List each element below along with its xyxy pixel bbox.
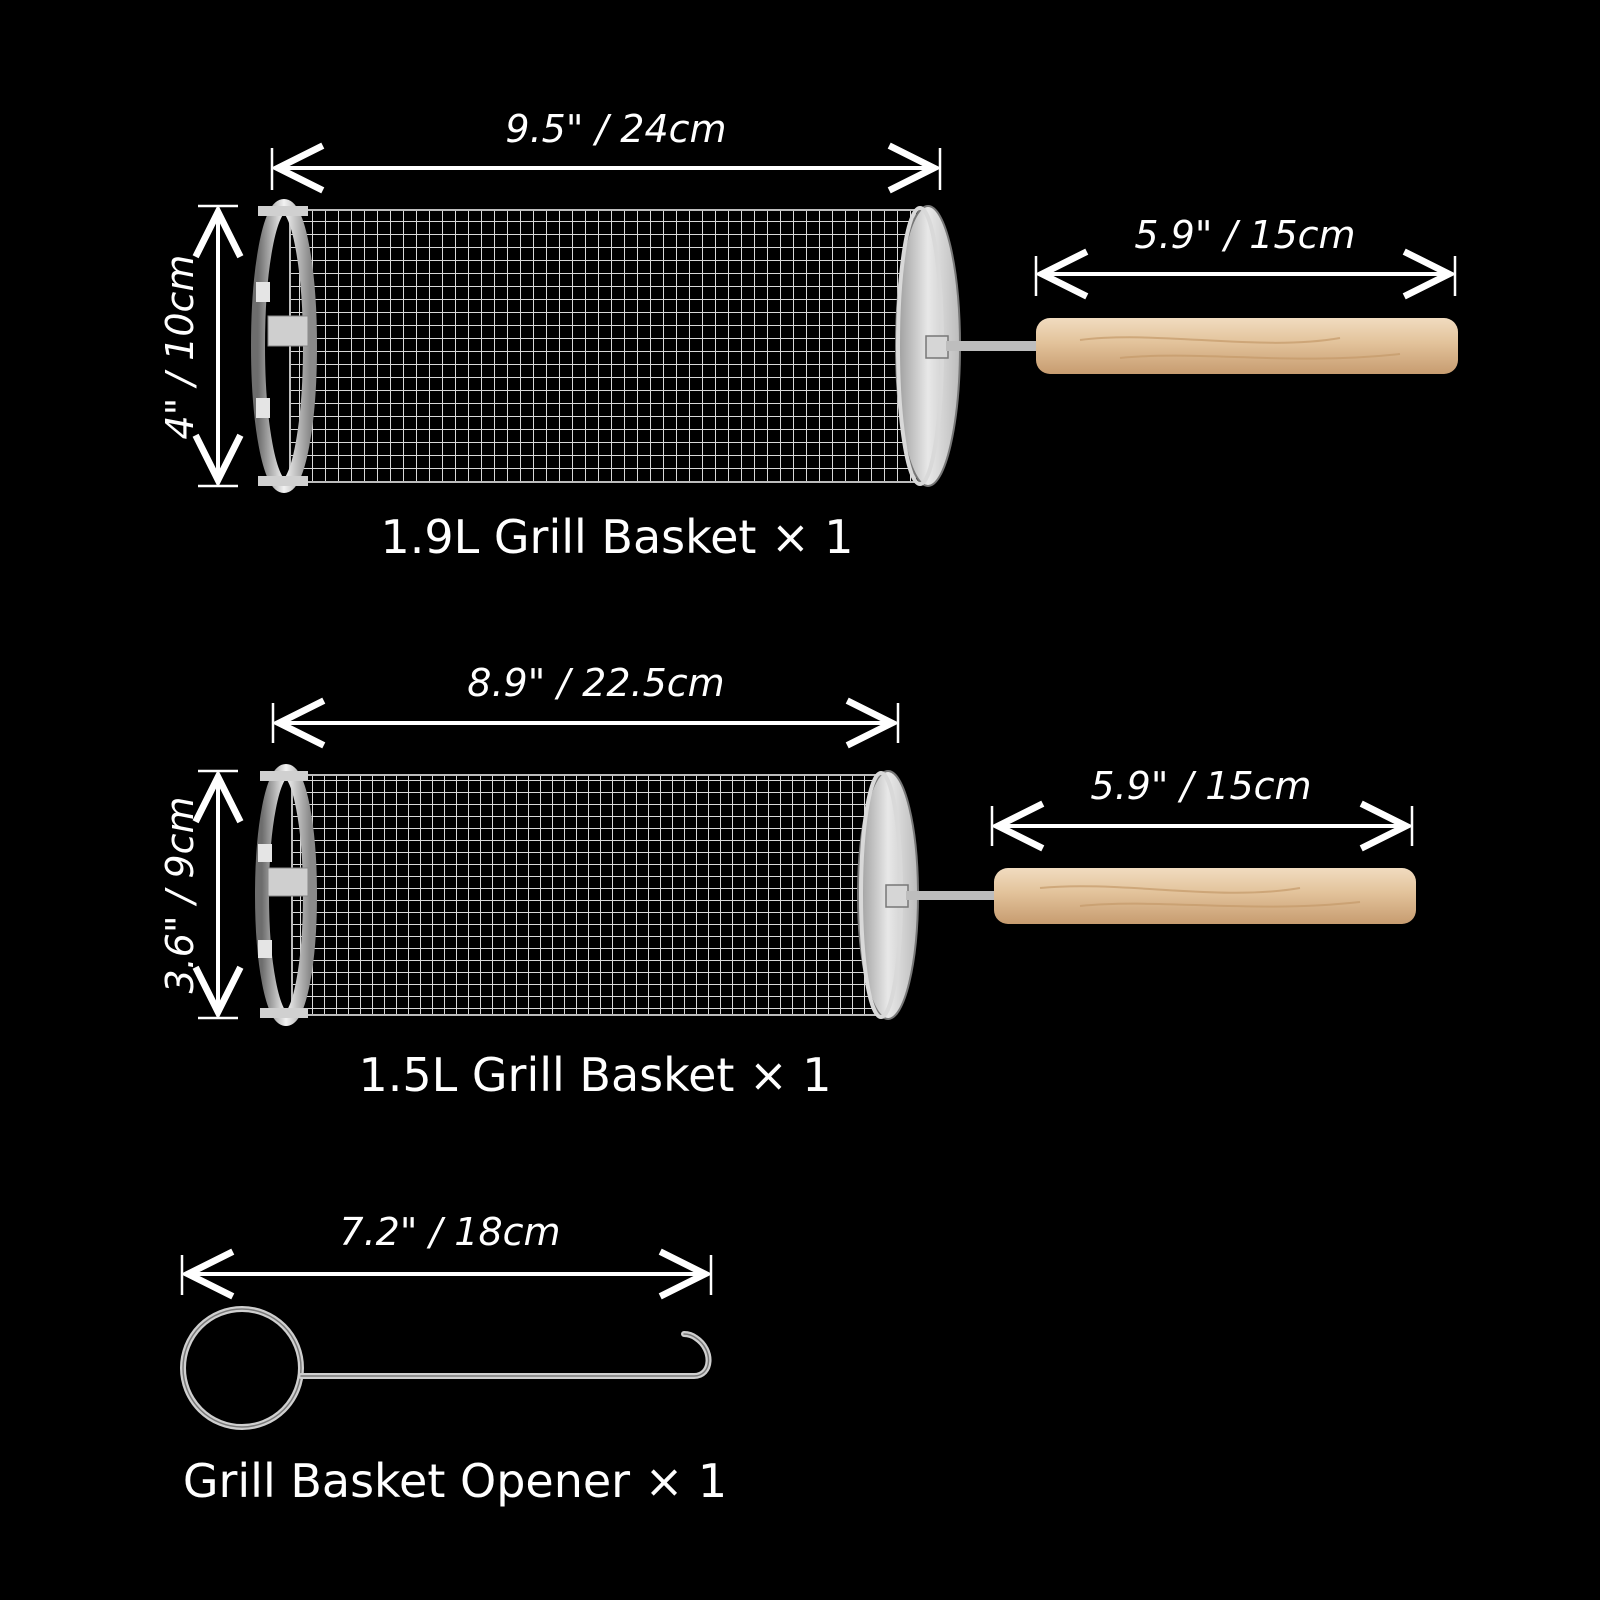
length-label-opener: 7.2" / 18cm [339,1210,561,1254]
length-label-large: 9.5" / 24cm [505,107,727,151]
handle-label-large: 5.9" / 15cm [1134,213,1356,257]
caption-small-basket: 1.5L Grill Basket × 1 [358,1048,832,1102]
caption-opener: Grill Basket Opener × 1 [182,1454,728,1508]
caption-large-basket: 1.9L Grill Basket × 1 [380,510,854,564]
length-label-small: 8.9" / 22.5cm [467,661,725,705]
handle-label-small: 5.9" / 15cm [1090,764,1312,808]
height-label-small: 3.6" / 9cm [158,796,202,994]
height-label-large: 4" / 10cm [158,254,202,440]
basket-opener-icon [180,1255,713,1430]
grill-basket-large-icon [198,148,1458,493]
grill-basket-small-icon [198,703,1416,1026]
